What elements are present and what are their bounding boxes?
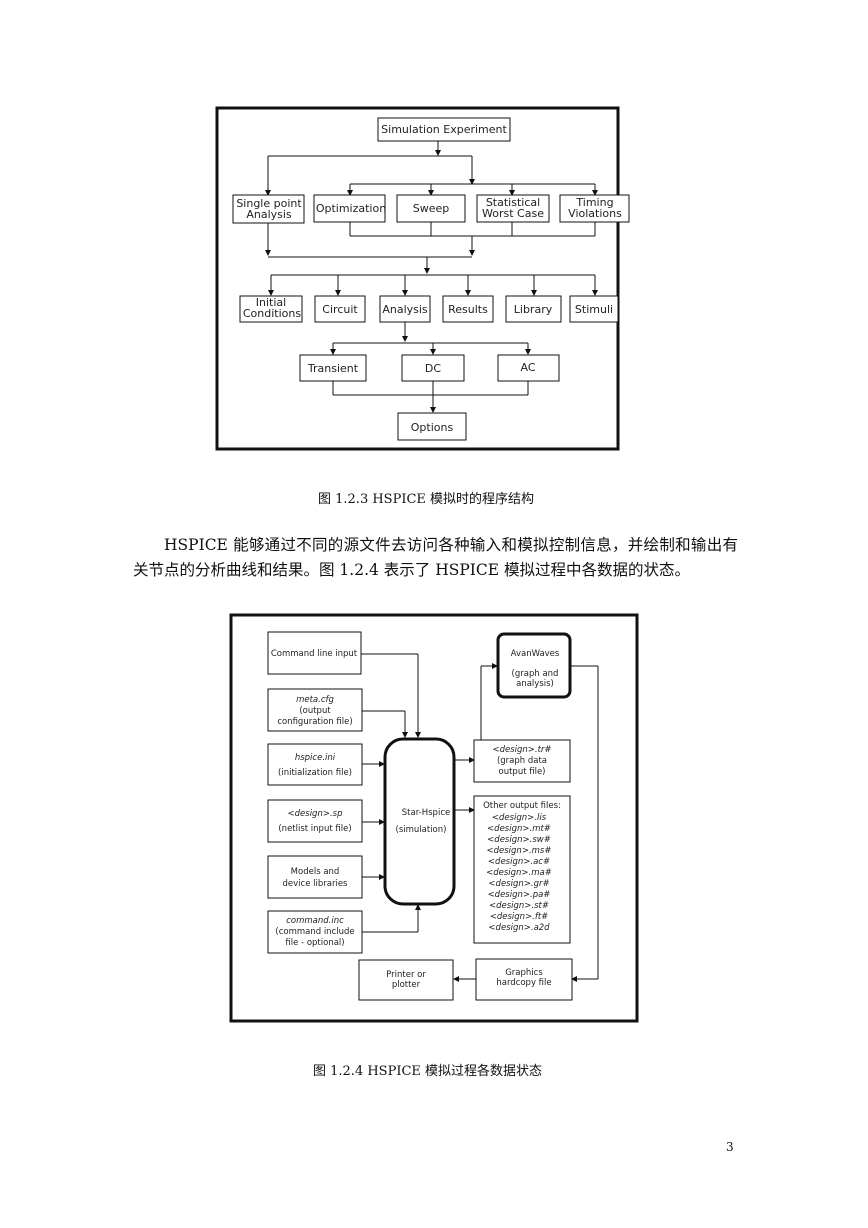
sim-exp-label: Simulation Experiment — [381, 123, 507, 136]
starhspice-label-2: (simulation) — [396, 825, 447, 835]
otherout-ma: <design>.ma# — [486, 868, 552, 878]
figure2-caption: 图 1.2.4 HSPICE 模拟过程各数据状态 — [313, 1064, 543, 1079]
optimization-label: Optimization — [316, 202, 386, 215]
designsp-label-1: <design>.sp — [288, 809, 343, 819]
initial-label-1: Initial — [256, 296, 286, 309]
cmdline-label: Command line input — [271, 649, 358, 659]
otherout-pa: <design>.pa# — [488, 890, 551, 900]
hspiceini-label-2: (initialization file) — [278, 768, 352, 778]
body-paragraph: HSPICE 能够通过不同的源文件去访问各种输入和模拟控制信息，并绘制和输出有关… — [133, 536, 738, 579]
cmdinc-label-2: (command include — [275, 927, 354, 937]
timing-label-2: Violations — [568, 207, 622, 220]
graphics-label-1: Graphics — [505, 968, 543, 978]
sweep-label: Sweep — [413, 202, 450, 215]
results-label: Results — [448, 303, 488, 316]
avanwaves-label-2: (graph and — [512, 669, 559, 679]
models-label-1: Models and — [291, 867, 340, 877]
initial-label-2: Conditions — [243, 307, 301, 320]
metacfg-label-3: configuration file) — [277, 717, 352, 727]
single-point-label-2: Analysis — [246, 208, 292, 221]
designtr-label-3: output file) — [499, 767, 546, 777]
otherout-ac: <design>.ac# — [488, 857, 550, 867]
options-label: Options — [411, 421, 454, 434]
otherout-ft: <design>.ft# — [490, 912, 549, 922]
otherout-title: Other output files: — [483, 801, 561, 811]
otherout-mt: <design>.mt# — [487, 824, 551, 834]
otherout-ms: <design>.ms# — [487, 846, 552, 856]
single-point-label-1: Single point — [236, 197, 302, 210]
starhspice-label-1: Star-Hspice — [402, 808, 450, 818]
metacfg-label-1: meta.cfg — [296, 695, 334, 705]
circuit-label: Circuit — [322, 303, 358, 316]
designtr-label-2: (graph data — [497, 756, 547, 766]
figure1-caption: 图 1.2.3 HSPICE 模拟时的程序结构 — [318, 492, 535, 507]
printer-label-2: plotter — [392, 980, 421, 990]
transient-label: Transient — [307, 362, 359, 375]
timing-label-1: Timing — [575, 196, 613, 209]
cmdinc-label-3: file - optional) — [285, 938, 344, 948]
printer-label-1: Printer or — [386, 970, 426, 980]
statistical-label-2: Worst Case — [482, 207, 544, 220]
statistical-label-1: Statistical — [486, 196, 540, 209]
hspiceini-label-1: hspice.ini — [295, 753, 336, 763]
designsp-label-2: (netlist input file) — [278, 824, 351, 834]
analysis-label: Analysis — [382, 303, 428, 316]
graphics-label-2: hardcopy file — [496, 978, 551, 988]
otherout-gr: <design>.gr# — [488, 879, 549, 889]
dc-label: DC — [425, 362, 441, 375]
ac-label: AC — [520, 361, 535, 374]
otherout-sw: <design>.sw# — [487, 835, 551, 845]
library-label: Library — [514, 303, 553, 316]
otherout-lis: <design>.lis — [492, 813, 547, 823]
otherout-st: <design>.st# — [489, 901, 549, 911]
page-number: 3 — [726, 1140, 734, 1154]
otherout-a2d: <design>.a2d — [488, 923, 550, 933]
avanwaves-label-1: AvanWaves — [511, 649, 560, 659]
models-label-2: device libraries — [283, 879, 349, 889]
cmdinc-label-1: command.inc — [286, 916, 344, 926]
designtr-label-1: <design>.tr# — [492, 745, 551, 755]
avanwaves-label-3: analysis) — [516, 679, 554, 689]
stimuli-label: Stimuli — [575, 303, 613, 316]
metacfg-label-2: (output — [299, 706, 331, 716]
